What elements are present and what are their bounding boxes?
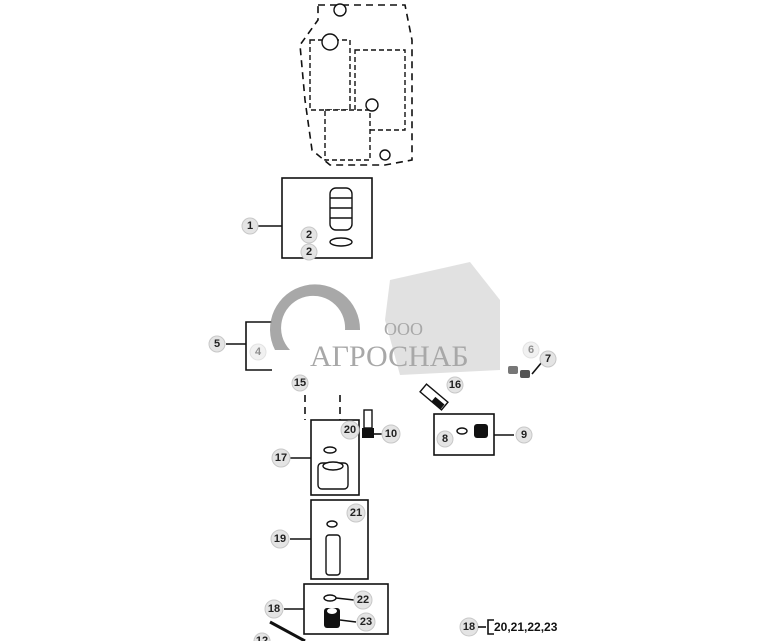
spool-box — [281, 177, 373, 259]
callout-8[interactable]: 8 — [436, 430, 454, 448]
callout-2b[interactable]: 2 — [300, 243, 318, 261]
legend-callout-18[interactable]: 18 — [459, 617, 479, 637]
callout-16[interactable]: 16 — [446, 376, 464, 394]
callout-5[interactable]: 5 — [208, 335, 226, 353]
screw-10 — [362, 409, 374, 438]
callout-4[interactable]: 4 — [249, 343, 267, 361]
svg-text:5: 5 — [214, 338, 220, 350]
svg-text:6: 6 — [528, 344, 534, 356]
svg-text:22: 22 — [357, 594, 369, 606]
callout-20[interactable]: 20 — [340, 420, 360, 440]
svg-text:23: 23 — [360, 616, 372, 628]
svg-text:9: 9 — [521, 429, 527, 441]
svg-text:10: 10 — [385, 428, 397, 440]
svg-text:2: 2 — [306, 246, 312, 258]
svg-text:7: 7 — [545, 353, 551, 365]
callout-17[interactable]: 17 — [271, 448, 291, 468]
watermark-name: АГРОСНАБ — [310, 340, 469, 373]
svg-text:20: 20 — [344, 424, 356, 436]
sensor-16 — [419, 383, 449, 411]
callout-23[interactable]: 23 — [356, 612, 376, 632]
valve-body — [299, 3, 413, 166]
watermark-prefix: ООО — [384, 319, 423, 339]
callout-2[interactable]: 2 — [300, 226, 318, 244]
svg-text:18: 18 — [463, 621, 475, 633]
callout-18[interactable]: 18 — [264, 599, 284, 619]
svg-text:21: 21 — [350, 507, 362, 519]
spool — [329, 187, 353, 247]
svg-text:2: 2 — [306, 229, 312, 241]
agrosnab-watermark-logo: ООО АГРОСНАБ — [270, 262, 500, 375]
box-18 — [303, 583, 389, 635]
callout-9[interactable]: 9 — [515, 426, 533, 444]
callout-10[interactable]: 10 — [381, 424, 401, 444]
callout-12[interactable]: 12 — [253, 632, 271, 641]
svg-text:8: 8 — [442, 433, 448, 445]
callout-7[interactable]: 7 — [539, 350, 557, 368]
svg-text:16: 16 — [449, 379, 461, 391]
callout-22[interactable]: 22 — [353, 590, 373, 610]
svg-text:1: 1 — [247, 220, 253, 232]
callout-6[interactable]: 6 — [522, 341, 540, 359]
svg-text:18: 18 — [268, 603, 280, 615]
svg-text:4: 4 — [255, 346, 262, 358]
svg-text:12: 12 — [256, 635, 268, 641]
svg-text:15: 15 — [294, 377, 306, 389]
callout-19[interactable]: 19 — [270, 529, 290, 549]
legend-kit-18: 18 20,21,22,23 — [459, 617, 558, 637]
svg-text:17: 17 — [275, 452, 287, 464]
legend-items: 20,21,22,23 — [494, 620, 558, 634]
svg-text:19: 19 — [274, 533, 286, 545]
callout-21[interactable]: 21 — [346, 503, 366, 523]
callout-1[interactable]: 1 — [241, 217, 259, 235]
callout-15[interactable]: 15 — [291, 374, 309, 392]
